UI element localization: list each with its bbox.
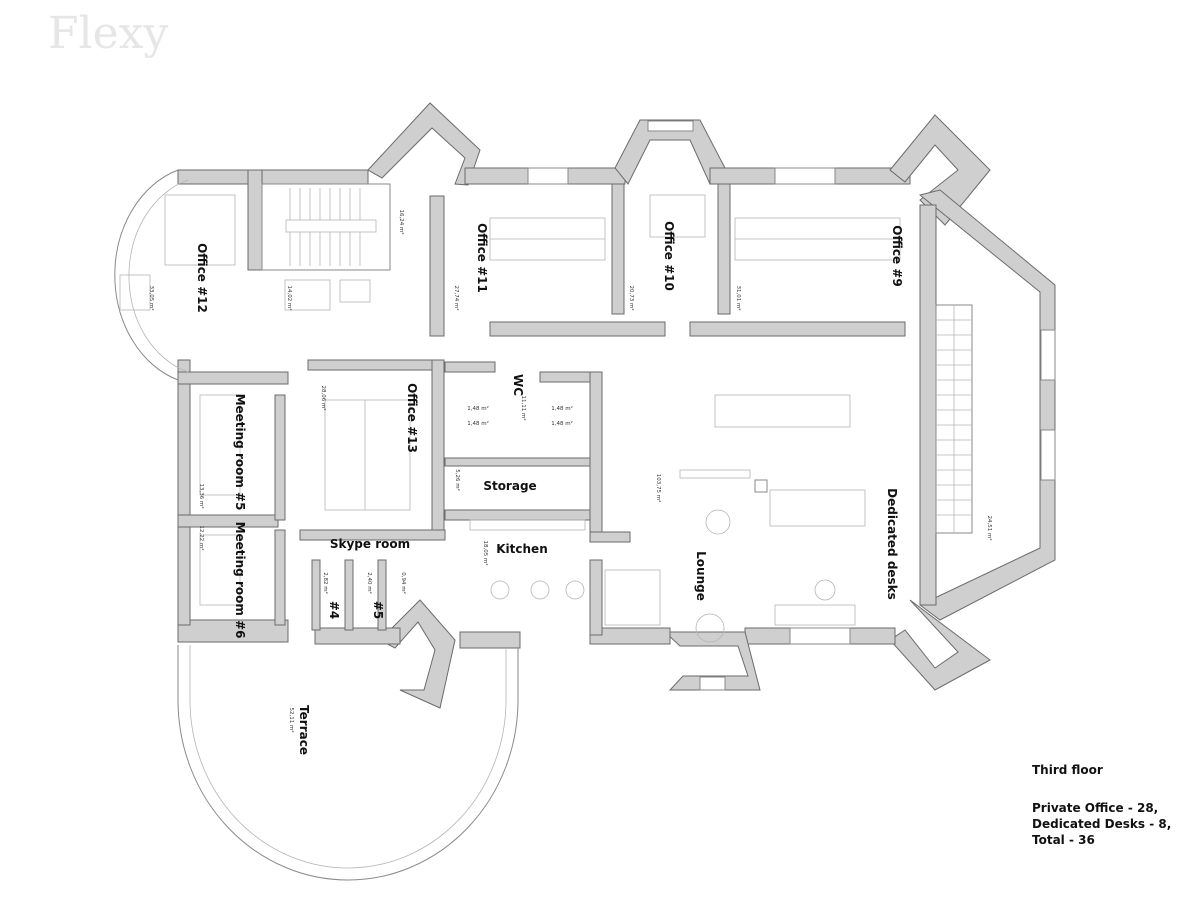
floor-legend: Third floor Private Office - 28, Dedicat… — [1032, 762, 1171, 848]
area-dedicated: 24,51 m² — [986, 515, 993, 540]
area-hall-top: 16,24 m² — [398, 209, 405, 234]
furniture — [119, 194, 901, 643]
area-terrace: 52,11 m² — [288, 707, 295, 732]
label-storage: Storage — [483, 479, 536, 493]
terrace-outline — [177, 645, 519, 881]
label-office13: Office #13 — [405, 383, 419, 453]
stair-right — [935, 304, 973, 534]
legend-dedicated-desks: Dedicated Desks - 8, — [1032, 817, 1172, 831]
interior-walls — [274, 183, 906, 636]
label-wc: WC — [511, 374, 525, 396]
area-meeting6: 12,22 m² — [198, 525, 205, 550]
room-labels: Office #12 Office #11 Office #10 Office … — [195, 221, 904, 755]
area-storage: 5,26 m² — [454, 469, 461, 491]
label-office12: Office #12 — [195, 243, 209, 313]
label-booth4: #4 — [327, 601, 341, 619]
legend-total: Total - 36 — [1032, 833, 1095, 847]
windows — [527, 120, 1056, 691]
label-office9: Office #9 — [890, 225, 904, 286]
label-office10: Office #10 — [662, 221, 676, 291]
area-office11: 27,74 m² — [453, 285, 460, 310]
area-wc1: 1,48 m² — [467, 405, 489, 412]
area-wc4: 1,48 m² — [551, 420, 573, 427]
area-kitchen: 18,05 m² — [482, 540, 489, 565]
label-terrace: Terrace — [297, 705, 311, 755]
watermark: Flexy — [48, 8, 168, 59]
area-office9: 31,01 m² — [735, 285, 742, 310]
label-meeting6: Meeting room #6 — [233, 522, 247, 639]
area-lounge: 103,75 m² — [655, 474, 662, 503]
floor-title: Third floor — [1032, 763, 1103, 777]
area-wc3: 1,48 m² — [551, 405, 573, 412]
area-office10: 20,73 m² — [628, 285, 635, 310]
area-office13: 28,06 m² — [320, 385, 327, 410]
area-labels: 33,05 m² 14,02 m² 16,24 m² 27,74 m² 20,7… — [148, 209, 993, 732]
area-office12: 33,05 m² — [148, 285, 155, 310]
office12-bay — [114, 169, 179, 381]
area-booth-small: 0,94 m² — [400, 572, 407, 594]
label-skype: Skype room — [330, 537, 410, 551]
area-booth5: 2,40 m² — [366, 572, 373, 594]
label-dedicated: Dedicated desks — [885, 488, 899, 600]
area-wc: 11,11 m² — [520, 395, 527, 420]
area-wc2: 1,48 m² — [467, 420, 489, 427]
label-meeting5: Meeting room #5 — [233, 394, 247, 511]
label-kitchen: Kitchen — [496, 542, 548, 556]
legend-private-office: Private Office - 28, — [1032, 801, 1159, 815]
label-office11: Office #11 — [475, 223, 489, 293]
area-meeting5: 13,36 m² — [198, 483, 205, 508]
label-lounge: Lounge — [694, 551, 708, 601]
stair-top — [261, 183, 391, 271]
area-stair: 14,02 m² — [286, 285, 293, 310]
label-booth5: #5 — [371, 601, 385, 619]
area-booth4: 2,82 m² — [322, 572, 329, 594]
